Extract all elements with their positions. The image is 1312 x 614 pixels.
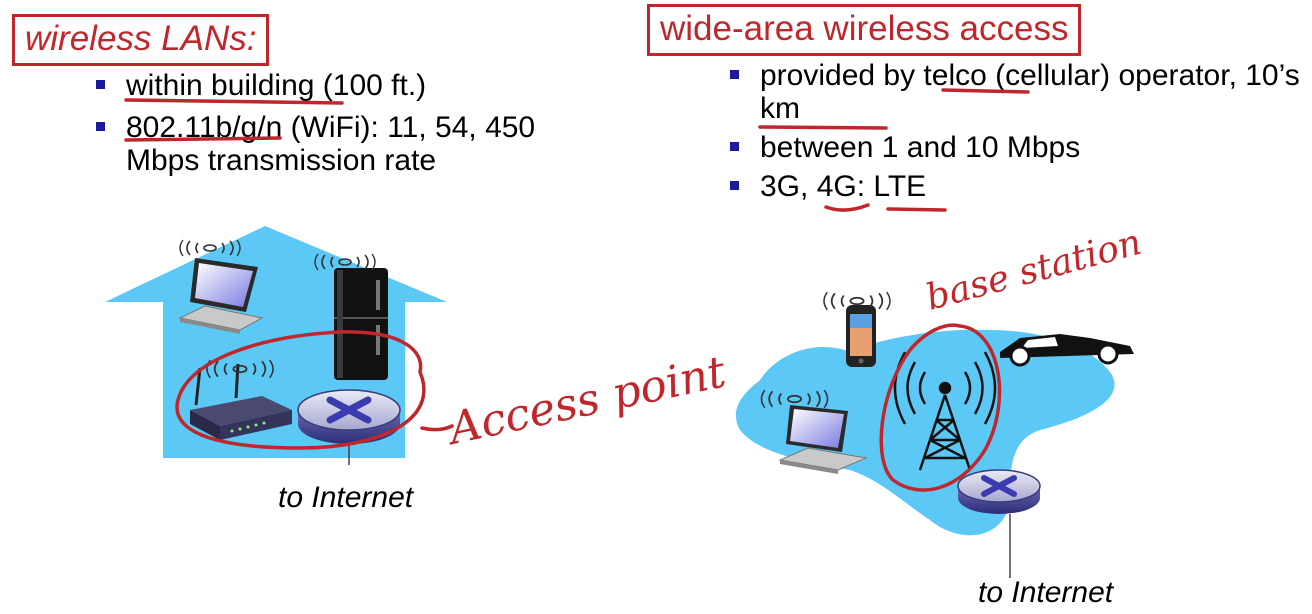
left-internet-caption: to Internet [278,481,414,514]
coverage-cloud-icon [735,329,1115,536]
right-bullet-3: 3G, 4G: LTE [730,170,1312,203]
bullet-icon [96,80,105,89]
bullet-icon [730,142,739,151]
right-bullet-2: between 1 and 10 Mbps [730,131,1312,164]
annotation-marks [124,88,1030,492]
bullet-icon [730,181,739,190]
right-bullet-1: provided by telco (cellular) operator, 1… [730,59,1305,125]
right-panel-title: wide-area wireless access [647,4,1082,56]
access-point-annotation: Access point [441,346,731,455]
base-station-annotation: base station [922,222,1146,319]
refrigerator-icon [334,268,388,380]
wifi-router-icon [190,363,292,440]
laptop-icon [178,258,264,334]
laptop-icon [778,405,868,474]
right-bullet-list: provided by telco (cellular) operator, 1… [730,59,1312,209]
right-internet-caption: to Internet [978,576,1114,609]
left-bullet-1: within building (100 ft.) [96,69,646,102]
bullet-icon [730,70,739,79]
cell-tower-icon [893,351,997,471]
left-bullet-list: within building (100 ft.) 802.11b/g/n (W… [96,69,646,186]
car-icon [1000,334,1134,367]
bullet-icon [96,122,105,131]
access-point-icon [297,389,401,444]
smartphone-icon [846,305,876,367]
router-icon [957,469,1041,514]
left-panel-title: wireless LANs: [12,14,270,66]
